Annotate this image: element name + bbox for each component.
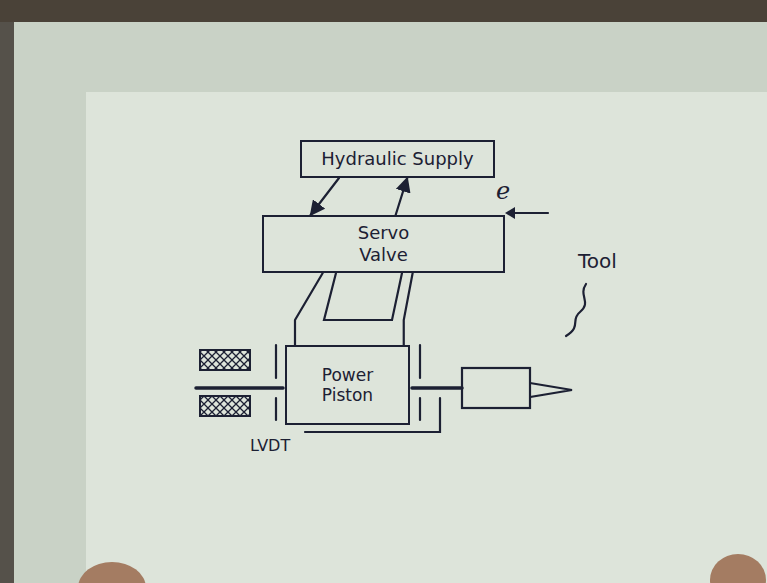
arrow-head <box>505 207 515 219</box>
piston-rod <box>196 386 283 390</box>
box-label: Power Piston <box>312 365 384 406</box>
hydraulic-line <box>404 273 413 345</box>
cylinder-cap <box>419 345 421 420</box>
signal-line <box>512 212 548 214</box>
box-label: Hydraulic Supply <box>321 148 473 170</box>
ink-lines <box>196 213 586 432</box>
tool-holder <box>462 368 530 408</box>
flow-arrow <box>396 178 408 215</box>
piston-box: Power Piston <box>285 345 410 425</box>
box-label: Servo Valve <box>344 222 424 265</box>
top-edge <box>0 0 767 22</box>
part-name: LVDT <box>250 437 290 455</box>
hydraulic-line <box>295 273 323 345</box>
hand <box>78 562 146 583</box>
hand <box>710 554 766 583</box>
part-name: Tool <box>578 250 617 272</box>
lvdt-coil <box>200 396 250 416</box>
port-passage <box>324 273 402 320</box>
sheet <box>86 92 767 583</box>
piston-rod <box>412 386 462 390</box>
cylinder-cap <box>275 345 277 420</box>
tool-tip <box>530 383 572 397</box>
valve-box: Servo Valve <box>262 215 505 273</box>
leader-squiggle <box>566 284 586 336</box>
supply-box: Hydraulic Supply <box>300 140 495 178</box>
lvdt-coil <box>200 350 250 370</box>
flow-arrow <box>311 178 339 215</box>
signal-name: e <box>496 178 510 204</box>
left-edge <box>0 22 14 583</box>
